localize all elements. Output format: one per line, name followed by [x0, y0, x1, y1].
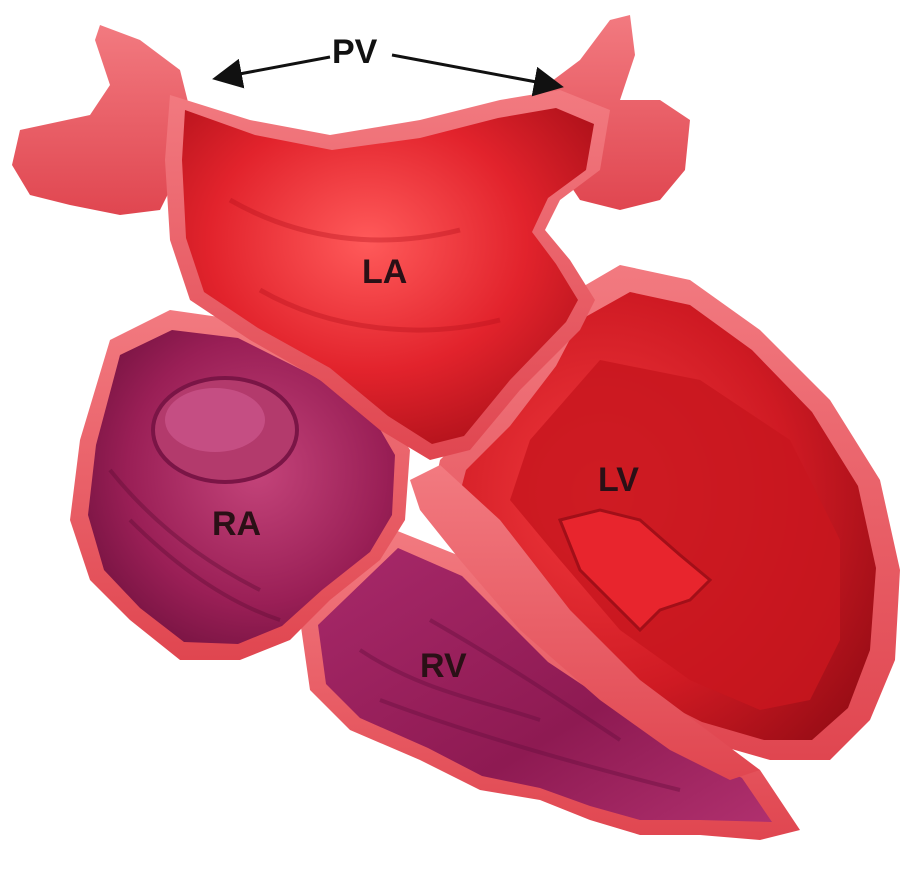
pulmonary-vein-left	[12, 25, 190, 215]
label-la: LA	[362, 253, 407, 291]
label-pv: PV	[332, 33, 378, 71]
label-lv: LV	[598, 461, 639, 499]
label-rv: RV	[420, 647, 467, 685]
pv-arrow-left	[218, 57, 330, 78]
label-ra: RA	[212, 505, 261, 543]
pv-arrow-right	[392, 55, 558, 86]
pv-arrows	[218, 55, 558, 86]
